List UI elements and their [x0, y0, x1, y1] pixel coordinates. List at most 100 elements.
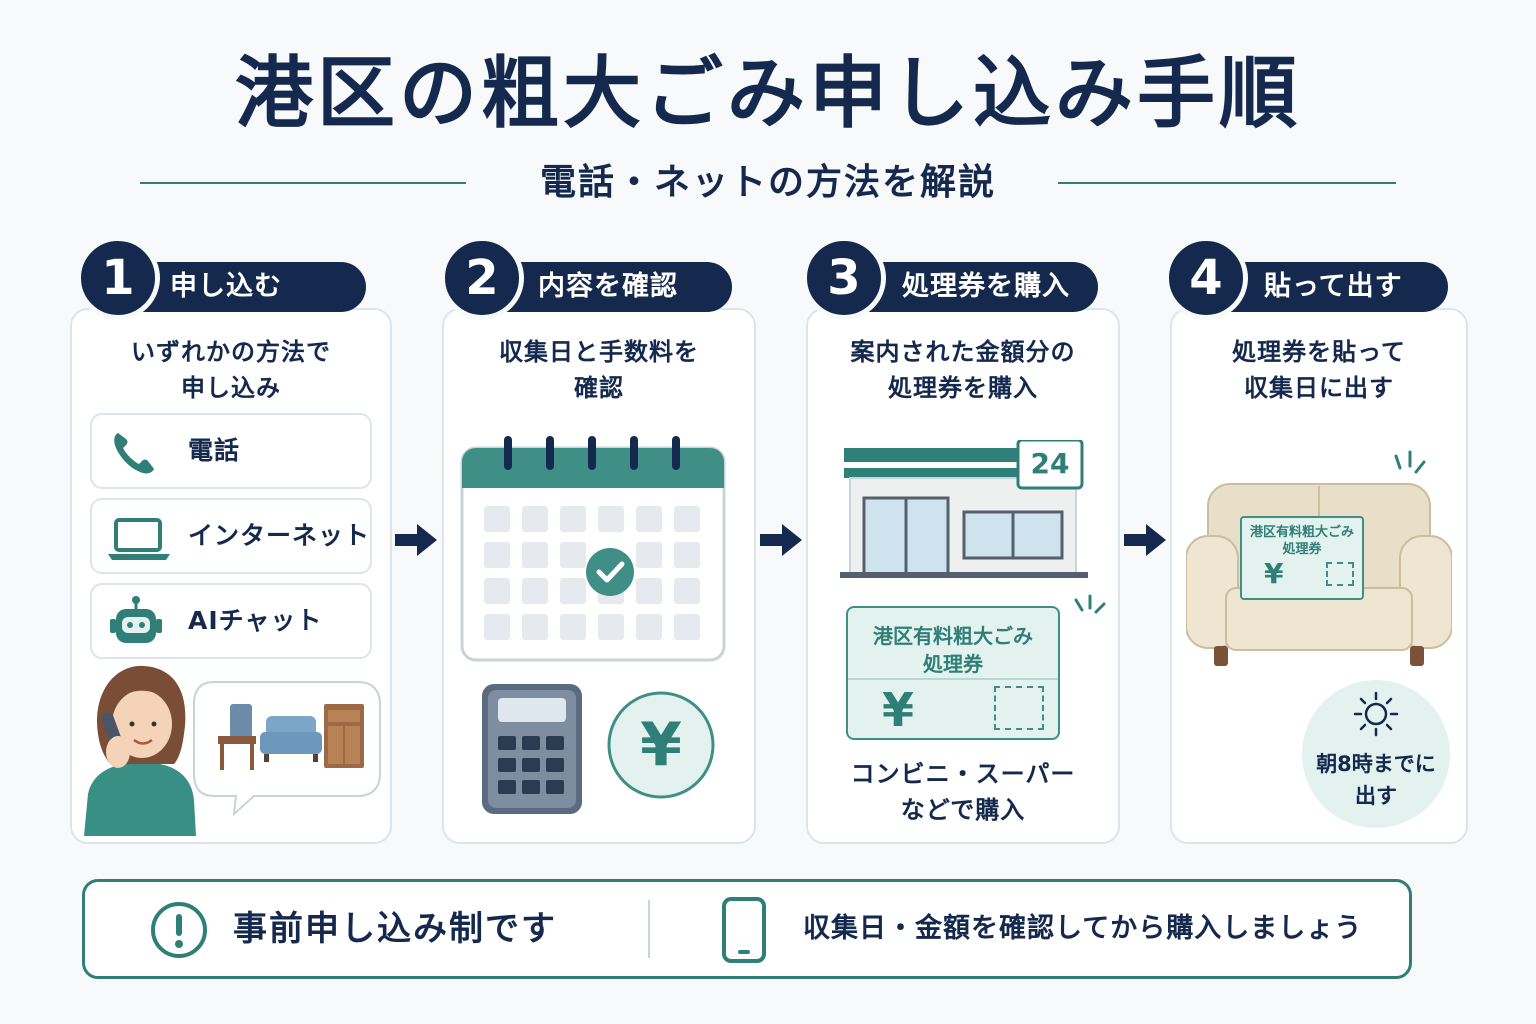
subtitle-divider-right	[1058, 182, 1396, 184]
calendar-day-cell	[522, 614, 548, 640]
calendar-day-cell	[484, 542, 510, 568]
cabinet-icon	[324, 704, 364, 768]
phone-icon	[114, 433, 154, 474]
calendar-day-cell	[484, 578, 510, 604]
method-ai-chat-label: AIチャット	[188, 606, 323, 635]
yen-coin-icon	[607, 691, 715, 799]
sofa-icon	[260, 716, 322, 762]
sun-icon	[1353, 691, 1399, 737]
arrow-right-icon	[1124, 524, 1166, 556]
method-ai-chat: AIチャット	[90, 583, 372, 659]
calculator-key	[546, 736, 564, 750]
step-4-number: 4	[1164, 236, 1248, 320]
deadline-text-line: 朝8時までに	[1316, 752, 1436, 776]
arrow-right-icon	[760, 524, 802, 556]
method-phone-label: 電話	[188, 436, 241, 465]
calendar-day-cell	[674, 542, 700, 568]
calendar-day-cell	[636, 614, 662, 640]
calendar-day-cell	[598, 506, 624, 532]
ticket-title-line: 処理券	[1282, 542, 1322, 557]
calculator-key	[546, 758, 564, 772]
calendar-day-cell	[560, 578, 586, 604]
ticket-stamp-box	[994, 686, 1044, 730]
notice-left-text: 事前申し込み制です	[233, 909, 557, 949]
calendar-day-cell	[674, 614, 700, 640]
step-4-description-line: 処理券を貼って	[1232, 338, 1406, 366]
step-1-description-line: いずれかの方法で	[131, 338, 331, 366]
calendar-day-cell	[522, 578, 548, 604]
chair-icon	[218, 704, 256, 770]
step-4-description-line: 収集日に出す	[1244, 374, 1394, 402]
subtitle-row: 電話・ネットの方法を解説	[140, 160, 1396, 206]
step-3-ticket: 港区有料粗大ごみ 処理券 ¥	[846, 606, 1060, 740]
calculator-icon	[482, 684, 582, 814]
step-2-description-line: 確認	[574, 374, 624, 402]
calendar-day-cell	[598, 614, 624, 640]
person-calling-illustration	[84, 665, 381, 836]
calendar-day-cell	[484, 614, 510, 640]
step-2-description: 収集日と手数料を 確認	[442, 334, 756, 406]
ticket-stamp-box	[1326, 562, 1354, 586]
calendar-day-cell	[560, 542, 586, 568]
shirt-shape	[84, 764, 196, 836]
calendar-day-cell	[522, 506, 548, 532]
step-3-note: コンビニ・スーパー などで購入	[806, 756, 1120, 828]
calculator-key	[522, 758, 540, 772]
calculator-key	[498, 736, 516, 750]
step-3-note-line: コンビニ・スーパー	[850, 760, 1076, 788]
store-sign-24: 24	[1030, 447, 1070, 480]
ticket-title-line: 港区有料粗大ごみ	[873, 624, 1033, 648]
arrow-right-icon	[395, 524, 437, 556]
sparkle-icon	[1394, 450, 1426, 474]
convenience-store-icon	[840, 440, 1088, 578]
page-title: 港区の粗大ごみ申し込み手順	[234, 49, 1301, 139]
calendar-day-cell	[560, 614, 586, 640]
method-internet-label: インターネット	[188, 521, 371, 550]
method-phone: 電話	[90, 413, 372, 489]
step-2-description-line: 収集日と手数料を	[499, 338, 699, 366]
deadline-text: 朝8時までに 出す	[1302, 748, 1450, 812]
calculator-key	[498, 758, 516, 772]
step-4-description: 処理券を貼って 収集日に出す	[1170, 334, 1468, 406]
calendar-day-cell	[560, 506, 586, 532]
calendar-day-cell	[522, 542, 548, 568]
ticket-title-line: 港区有料粗大ごみ	[1249, 525, 1354, 540]
calculator-key	[522, 780, 540, 794]
calendar-day-cell	[636, 578, 662, 604]
step-3-description-line: 処理券を購入	[888, 374, 1038, 402]
step-3-description: 案内された金額分の 処理券を購入	[806, 334, 1120, 406]
sparkle-icon	[1074, 594, 1106, 614]
notice-divider	[648, 900, 650, 958]
step-3-note-line: などで購入	[900, 796, 1026, 824]
step-3-description-line: 案内された金額分の	[850, 338, 1076, 366]
step-4-ticket: 港区有料粗大ごみ 処理券 ¥	[1240, 516, 1364, 600]
calculator-key	[546, 780, 564, 794]
notice-bar: 事前申し込み制です 収集日・金額を確認してから購入しましょう	[82, 879, 1412, 979]
step-1-description-line: 申し込み	[181, 374, 281, 402]
calendar-day-cell	[636, 506, 662, 532]
calendar-day-cell	[674, 506, 700, 532]
yen-symbol: ¥	[640, 710, 682, 780]
calculator-key	[522, 736, 540, 750]
method-internet: インターネット	[90, 498, 372, 574]
calculator-key	[498, 780, 516, 794]
smartphone-icon	[722, 897, 766, 963]
ticket-yen-symbol: ¥	[882, 683, 915, 737]
calendar-day-cell	[636, 542, 662, 568]
notice-right-text: 収集日・金額を確認してから購入しましょう	[803, 913, 1363, 944]
deadline-text-line: 出す	[1355, 784, 1397, 808]
laptop-icon	[108, 518, 170, 560]
subtitle-divider-left	[140, 182, 466, 184]
step-1-number: 1	[76, 236, 160, 320]
calendar-day-cell	[484, 506, 510, 532]
step-3-number: 3	[802, 236, 886, 320]
step-2-number: 2	[440, 236, 524, 320]
page-subtitle: 電話・ネットの方法を解説	[539, 162, 996, 203]
ticket-yen-symbol: ¥	[1264, 557, 1284, 590]
calendar-check-icon	[460, 436, 726, 662]
face-shape	[112, 690, 172, 758]
ticket-title-line: 処理券	[923, 652, 983, 676]
calendar-day-cell	[674, 578, 700, 604]
robot-icon	[110, 596, 162, 643]
exclamation-icon	[151, 902, 207, 958]
